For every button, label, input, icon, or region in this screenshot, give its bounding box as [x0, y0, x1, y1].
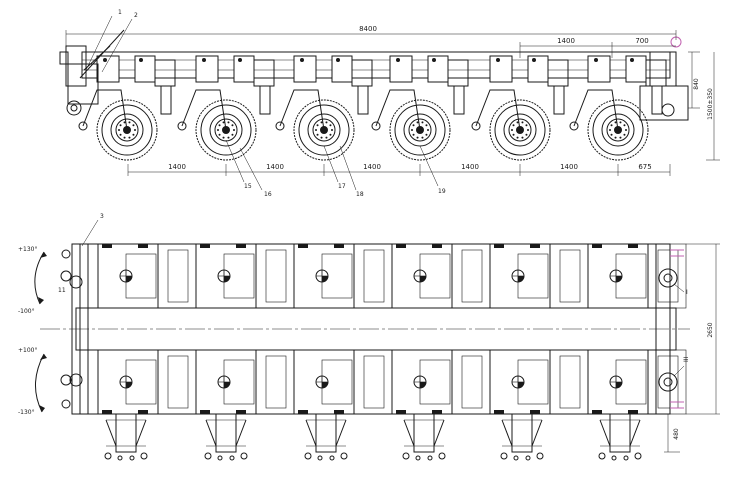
plan-left-coupling-lower-icon [69, 373, 83, 387]
dim-bottom-end: 675 [638, 163, 651, 171]
dim-top-700: 700 [635, 37, 648, 45]
side-wheel-1-icon [96, 99, 158, 161]
plan-foot-1 [115, 413, 137, 453]
callout-I: I [686, 289, 688, 296]
dim-bottom-spacing-3: 1400 [363, 163, 381, 171]
side-left-end-plate [65, 45, 87, 87]
side-wheel-4-icon [389, 99, 451, 161]
dim-bottom-spacing-1: 1400 [168, 163, 186, 171]
callout-III: III [683, 356, 690, 362]
dim-bottom-spacing-5: 1400 [560, 163, 578, 171]
dim-top-1400: 1400 [557, 37, 575, 45]
side-view: 8400 1400 700 840 1500±350 1400 1400 1400 1… [59, 9, 720, 198]
callout-2: 2 [134, 12, 138, 19]
side-left-coupling-icon [66, 100, 82, 116]
callout-11: 11 [58, 287, 66, 294]
dim-bottom-spacing-2: 1400 [266, 163, 284, 171]
angle-plus-100: +100° [18, 347, 37, 354]
plan-right-coupling-upper-icon [658, 268, 678, 288]
callout-18: 18 [356, 191, 364, 198]
steer-arc-lower [35, 353, 45, 413]
callout-17: 17 [338, 183, 346, 190]
angle-plus-130: +130° [18, 246, 37, 253]
callout-15: 15 [244, 183, 252, 190]
angle-minus-100: -100° [18, 308, 35, 315]
side-wheel-5-icon [489, 99, 551, 161]
dim-height-range: 1500±350 [707, 88, 714, 120]
dim-overall-length: 8400 [359, 25, 377, 33]
side-frame-upper [81, 51, 671, 79]
dim-bottom-480: 480 [673, 428, 680, 440]
callout-16: 16 [264, 191, 272, 198]
side-wheel-3-icon [293, 99, 355, 161]
plan-foot-4 [413, 413, 435, 453]
angle-minus-130: -130° [18, 409, 35, 416]
plan-foot-2 [215, 413, 237, 453]
plan-foot-5 [511, 413, 533, 453]
steer-arc-upper [34, 251, 45, 305]
dim-height-840: 840 [693, 78, 700, 90]
callout-3: 3 [100, 213, 104, 220]
side-wheel-2-icon [195, 99, 257, 161]
plan-foot-6 [609, 413, 631, 453]
callout-19: 19 [438, 188, 446, 195]
plan-view: +130° -100° +100° -130° 2650 480 3 11 I [18, 213, 720, 461]
plan-right-coupling-lower-icon [658, 372, 678, 392]
callout-1: 1 [118, 9, 122, 16]
plan-left-coupling-upper-icon [69, 275, 83, 289]
plan-foot-3 [315, 413, 337, 453]
dim-width-2650: 2650 [707, 322, 714, 337]
side-wheel-6-icon [587, 99, 649, 161]
dim-bottom-spacing-4: 1400 [461, 163, 479, 171]
